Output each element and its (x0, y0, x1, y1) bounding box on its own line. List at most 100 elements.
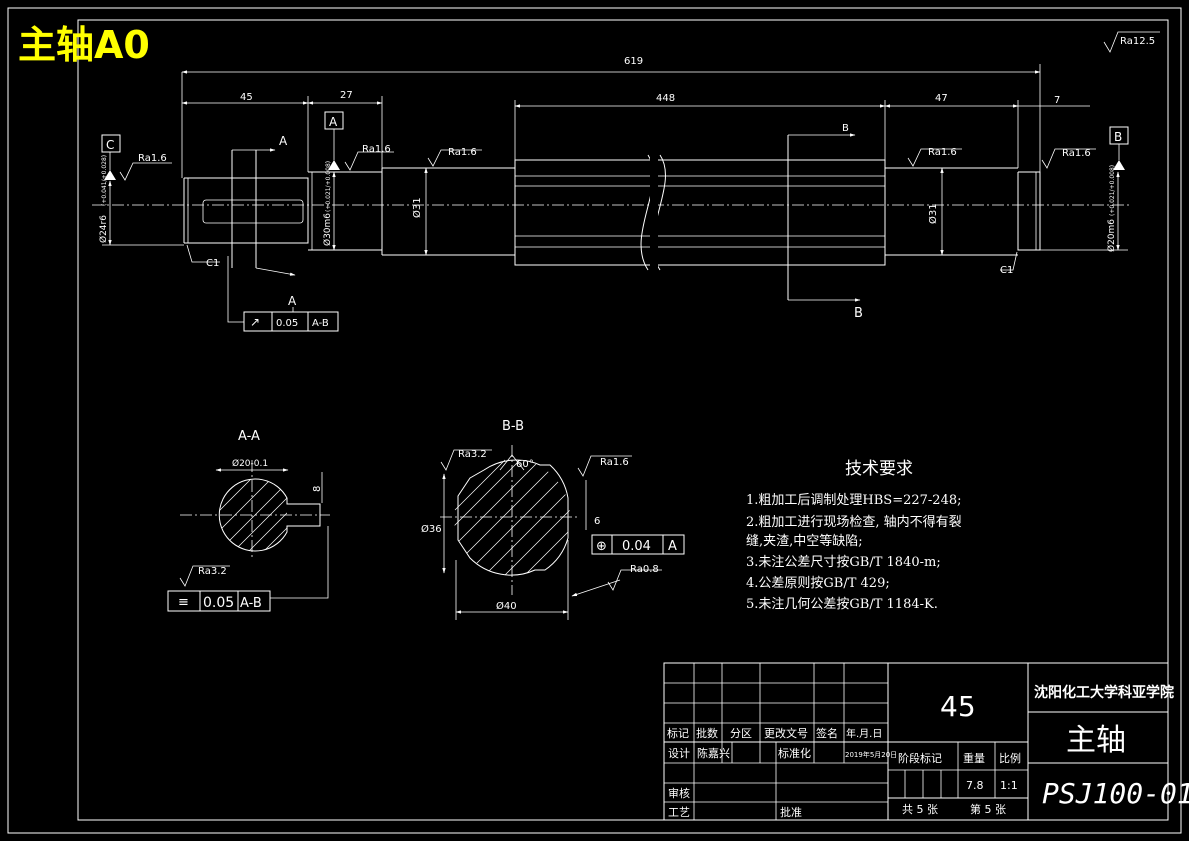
section-aa-symmetry-frame: ≡ 0.05 A-B (167, 526, 329, 612)
tb-h-count: 批数 (696, 726, 718, 740)
outer-border (7, 7, 1182, 834)
tolerance-frame-runout: ↗ 0.05 A-B A (227, 256, 339, 332)
roughness-label-3: Ra1.6 (448, 147, 477, 158)
section-bb-roughness-2-label: Ra1.6 (600, 457, 629, 468)
roughness-mark-4: Ra1.6 (907, 147, 962, 167)
section-bb-tol-symbol: ⊕ (596, 539, 607, 554)
tb-drawing-no: PSJ100-01 (1042, 777, 1189, 810)
tech-req-item-1: 1.粗加工后调制处理HBS=227-248; (746, 493, 962, 508)
section-bb-roughness-1-label: Ra3.2 (458, 449, 487, 460)
dim-total-label: 619 (624, 56, 643, 67)
chamfer-left-label: C1 (206, 258, 219, 269)
section-aa-key-dim: 8 (312, 486, 323, 492)
dim-left-end-label: Ø24r6 (98, 215, 109, 243)
section-bb-roughness-2: Ra1.6 (577, 455, 632, 477)
runout-datum: A-B (312, 318, 329, 329)
tb-weight-val: 7.8 (966, 779, 984, 792)
tb-date-val: 2019年5月20日 (845, 750, 897, 759)
section-mark-b-top: B (842, 123, 849, 134)
section-bb-dia-outer: Ø40 (496, 600, 517, 612)
title-block: 标记 批数 分区 更改文号 签名 年.月.日 设计 陈嘉兴 标准化 2019年5… (663, 662, 1189, 821)
tb-material: 45 (940, 690, 976, 723)
dim-7: 7 (1018, 95, 1090, 107)
datum-a: A (324, 111, 344, 170)
chamfer-right: C1 (1000, 251, 1018, 276)
roughness-label-2: Ra1.6 (362, 144, 391, 155)
tb-stage: 阶段标记 (898, 751, 942, 765)
tech-requirements: 技术要求 1.粗加工后调制处理HBS=227-248; 2.粗加工进行现场检查,… (746, 459, 962, 612)
dim-right-end-tol: (+0.021/+0.008) (1109, 165, 1116, 216)
section-aa-roughness-label: Ra3.2 (198, 566, 227, 577)
dim-right-body-label: Ø31 (927, 203, 939, 224)
roughness-mark-3: Ra1.6 (427, 147, 482, 167)
global-roughness-symbol: Ra12.5 (1103, 31, 1160, 53)
section-bb: B-B 60° Ra3.2 Ra1.6 Ra0.8 (421, 419, 685, 620)
tb-h-doc: 更改文号 (764, 726, 808, 740)
dim-bearing-left-tol: (+0.021/+0.008) (325, 161, 332, 212)
datum-c-label: C (106, 138, 114, 152)
roughness-label-1: Ra1.6 (138, 153, 167, 164)
datum-b: B (1109, 126, 1129, 170)
dim-47: 47 (884, 93, 1019, 168)
dim-27: 27 (307, 90, 383, 168)
tb-design: 设计 (668, 747, 690, 760)
section-bb-roughness-1: Ra3.2 (440, 449, 492, 471)
section-aa: A-A Ø20-0.1 8 Ra3.2 ≡ 0.05 A- (167, 429, 330, 612)
dim-7-label: 7 (1054, 95, 1060, 106)
section-bb-title: B-B (502, 419, 524, 434)
dim-body: Ø31 (411, 167, 428, 256)
tech-req-item-6: 5.未注几何公差按GB/T 1184-K. (746, 596, 938, 612)
dim-45: 45 (181, 92, 309, 172)
datum-b-label: B (1114, 130, 1122, 144)
tb-scale-val: 1:1 (1000, 779, 1018, 792)
section-aa-dia: Ø20-0.1 (232, 458, 268, 469)
datum-c: C (101, 134, 121, 180)
tb-part-name: 主轴 (1066, 723, 1126, 758)
section-bb-key-width: 6 (594, 516, 600, 527)
dim-left-end: Ø24r6 (+0.041/+0.028) (98, 155, 184, 246)
dim-total: 619 (181, 56, 1041, 178)
tb-weight: 重量 (963, 751, 985, 765)
dim-right-end-label: Ø20m6 (1106, 219, 1117, 252)
dim-448-label: 448 (656, 93, 675, 104)
roughness-label-4: Ra1.6 (928, 147, 957, 158)
runout-symbol: ↗ (250, 315, 260, 329)
section-bb-roughness-3: Ra0.8 (571, 564, 662, 597)
section-aa-title: A-A (238, 429, 260, 444)
section-bb-dia-inner: Ø36 (421, 523, 442, 535)
tb-h-zone: 分区 (730, 727, 752, 740)
dim-right-body: Ø31 (927, 167, 944, 256)
roughness-mark-5: Ra1.6 (1041, 148, 1096, 169)
global-roughness-label: Ra12.5 (1120, 36, 1155, 47)
tb-h-sign: 签名 (816, 726, 838, 740)
dim-448: 448 (514, 93, 886, 160)
tech-req-item-5: 4.公差原则按GB/T 429; (746, 576, 890, 591)
tech-req-item-2: 2.粗加工进行现场检查, 轴内不得有裂 (746, 514, 962, 530)
tb-review: 审核 (668, 786, 690, 800)
runout-value: 0.05 (276, 318, 298, 329)
tb-school: 沈阳化工大学科亚学院 (1034, 684, 1174, 701)
runout-label: A (288, 294, 297, 308)
section-bb-roughness-3-label: Ra0.8 (630, 564, 659, 575)
section-aa-tol-value: 0.05 (203, 595, 234, 611)
tech-req-item-4: 3.未注公差尺寸按GB/T 1840-m; (746, 555, 941, 570)
dim-47-label: 47 (935, 93, 948, 104)
tb-scale: 比例 (999, 751, 1021, 765)
dim-bearing-left: Ø30m6 (+0.021/+0.008) (322, 161, 336, 251)
dim-left-end-tol: (+0.041/+0.028) (101, 155, 108, 206)
roughness-mark-1: Ra1.6 (119, 153, 172, 181)
roughness-mark-2: Ra1.6 (344, 144, 394, 171)
chamfer-left: C1 (186, 244, 220, 269)
section-aa-tol-datum: A-B (240, 596, 262, 611)
dim-body-label: Ø31 (411, 197, 423, 218)
tb-process: 工艺 (668, 806, 690, 819)
tech-requirements-title: 技术要求 (845, 459, 913, 479)
dim-27-label: 27 (340, 90, 353, 101)
section-bb-tol-value: 0.04 (622, 539, 651, 554)
tb-approve: 批准 (780, 805, 802, 819)
section-aa-tol-symbol: ≡ (178, 595, 189, 610)
section-bb-tol-datum: A (668, 539, 677, 554)
chamfer-right-label: C1 (1000, 265, 1013, 276)
tb-h-mark: 标记 (667, 726, 689, 740)
